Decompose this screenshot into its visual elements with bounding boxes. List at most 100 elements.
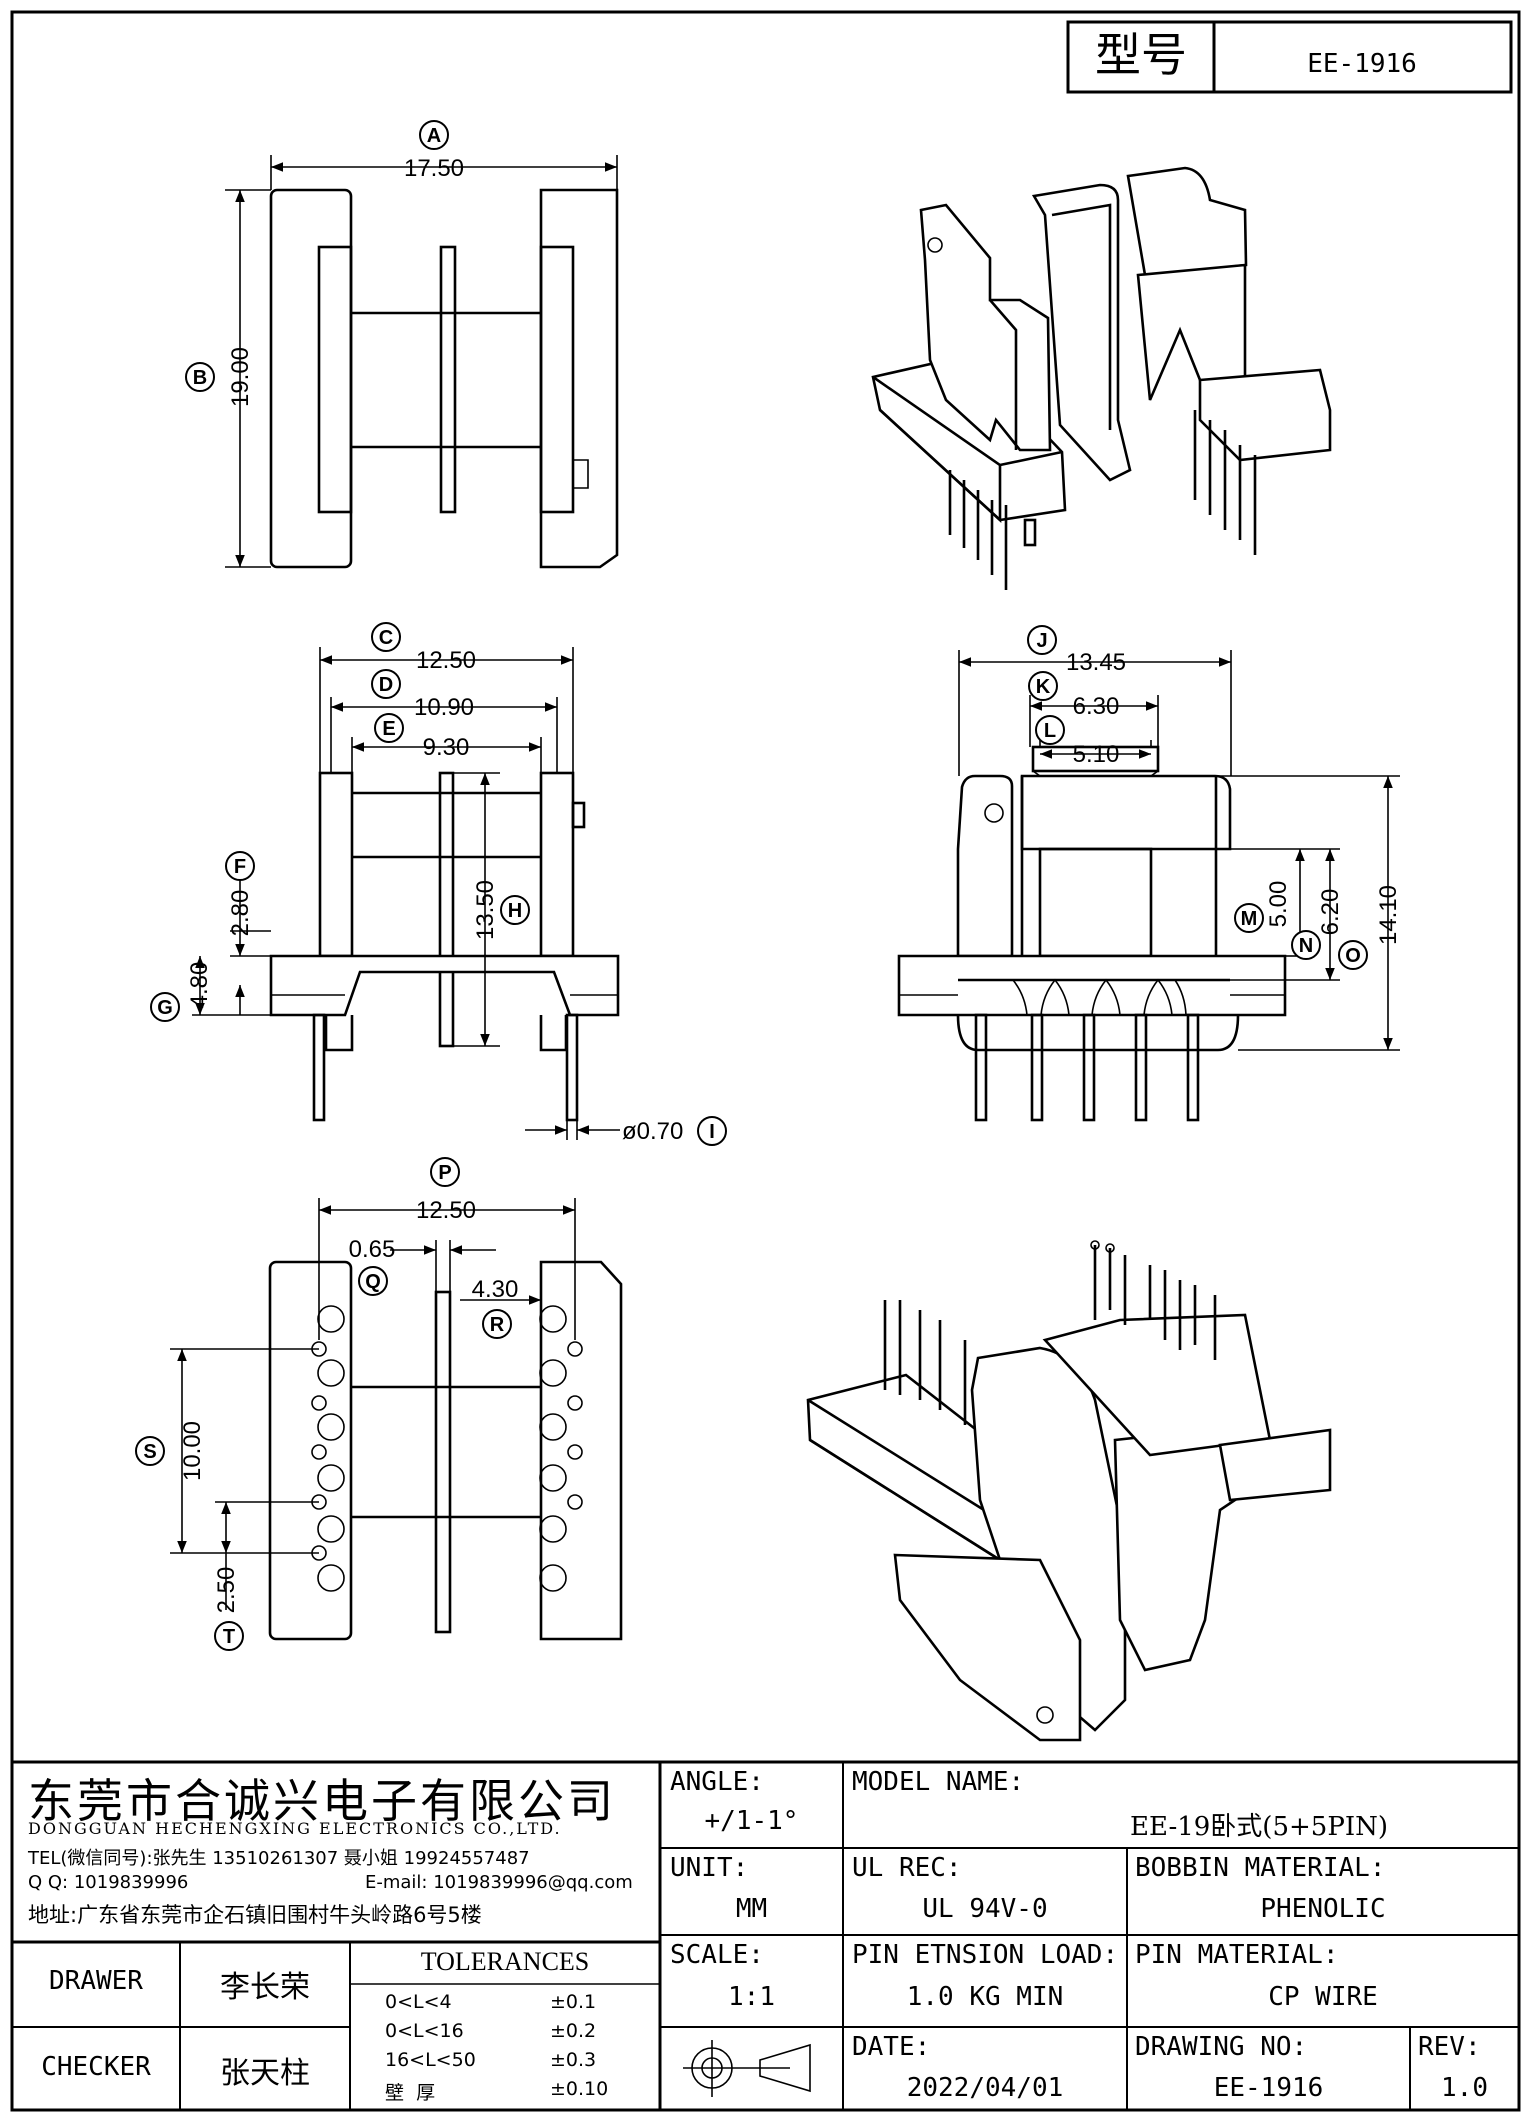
company-tel: TEL(微信同号):张先生 13510261307 聂小姐 1992455748…: [28, 1848, 530, 1869]
dim-A-value: 17.50: [404, 155, 464, 182]
angle-value: +/1-1°: [704, 1806, 799, 1836]
drawing-border: [10, 10, 1521, 2112]
dim-O-letter: O: [1345, 945, 1361, 967]
title-block: [12, 1760, 1519, 2110]
dim-T-value: 2.50: [213, 1567, 240, 1614]
dim-T-letter: T: [223, 1626, 235, 1648]
tolerance-value-1: ±0.1: [550, 1991, 597, 2013]
isometric-view-top: [871, 166, 1332, 590]
dim-K-value: 6.30: [1073, 693, 1120, 720]
dim-L-value: 5.10: [1073, 741, 1120, 768]
dim-P-value: 12.50: [416, 1197, 476, 1224]
tolerances-title: TOLERANCES: [420, 1947, 590, 1976]
pin-material-label: PIN MATERIAL:: [1135, 1940, 1339, 1970]
dim-N-value: 6.20: [1317, 889, 1344, 936]
bobbin-material-label: BOBBIN MATERIAL:: [1135, 1853, 1386, 1883]
tolerance-value-3: ±0.3: [550, 2049, 597, 2071]
model-name-value: EE-19卧式(5+5PIN): [1130, 1812, 1388, 1842]
model-header-label: 型号: [1095, 28, 1187, 82]
dim-I-letter: I: [709, 1121, 715, 1143]
model-header: 型号 EE-1916: [1066, 20, 1513, 94]
tolerance-value-2: ±0.2: [550, 2020, 597, 2042]
dim-S-letter: S: [143, 1441, 156, 1463]
tolerance-value-4: ±0.10: [550, 2078, 609, 2100]
scale-value: 1:1: [728, 1982, 775, 2012]
dim-E: E 9.30: [374, 713, 469, 761]
date-label: DATE:: [852, 2032, 931, 2062]
dim-R-value: 4.30: [472, 1276, 519, 1303]
dim-R-letter: R: [490, 1314, 505, 1336]
drawer-name: 李长荣: [220, 1970, 310, 2005]
dim-T: 2.50 T: [213, 1567, 244, 1651]
dim-C-value: 12.50: [416, 647, 476, 674]
scale-label: SCALE:: [670, 1940, 764, 1970]
dim-B-value: 19.00: [227, 347, 254, 407]
tolerance-range-3: 16<L<50: [385, 2049, 476, 2071]
dim-N: N 6.20: [1291, 889, 1344, 960]
projection-symbol: [683, 2040, 811, 2097]
pin-load-value: 1.0 KG MIN: [906, 1982, 1064, 2012]
tolerance-range-1: 0<L<4: [385, 1991, 452, 2013]
angle-label: ANGLE:: [670, 1767, 764, 1797]
dim-J-value: 13.45: [1066, 649, 1126, 676]
dim-Q-value: 0.65: [349, 1236, 396, 1263]
company-name-cn: 东莞市合诚兴电子有限公司: [28, 1774, 616, 1828]
ul-label: UL REC:: [852, 1853, 962, 1883]
tolerance-range-2: 0<L<16: [385, 2020, 464, 2042]
company-address: 地址:广东省东莞市企石镇旧围村牛头岭路6号5楼: [28, 1903, 482, 1927]
dim-M: M 5.00: [1234, 881, 1292, 933]
checker-name: 张天柱: [220, 2056, 310, 2091]
rev-value: 1.0: [1441, 2073, 1488, 2103]
checker-label: CHECKER: [41, 2052, 151, 2082]
bobbin-material-value: PHENOLIC: [1260, 1894, 1386, 1924]
side-view: [897, 650, 1400, 1122]
dim-O: O 14.10: [1338, 885, 1402, 970]
dim-L: L 5.10: [1035, 715, 1120, 768]
model-name-label: MODEL NAME:: [852, 1767, 1025, 1797]
dim-R: 4.30 R: [472, 1276, 519, 1339]
tolerance-range-4: 壁 厚: [385, 2082, 436, 2104]
dim-S: S 10.00: [135, 1421, 206, 1481]
model-header-value: EE-1916: [1307, 49, 1417, 79]
drawer-label: DRAWER: [49, 1966, 143, 1996]
dim-D-letter: D: [379, 674, 393, 696]
dim-A: A 17.50: [404, 120, 464, 182]
dim-C: C 12.50: [371, 622, 476, 674]
company-email: E-mail: 1019839996@qq.com: [365, 1872, 633, 1893]
dim-H-value: 13.50: [472, 880, 499, 940]
ul-value: UL 94V-0: [922, 1894, 1048, 1924]
dim-B-letter: B: [193, 367, 207, 389]
dim-N-letter: N: [1299, 935, 1313, 957]
dim-Q-letter: Q: [365, 1271, 381, 1293]
dim-O-value: 14.10: [1375, 885, 1402, 945]
dim-D: D 10.90: [371, 669, 474, 721]
dim-F: F 2.80: [225, 851, 255, 936]
unit-label: UNIT:: [670, 1853, 749, 1883]
dim-G-letter: G: [157, 997, 173, 1019]
dim-K: K 6.30: [1028, 671, 1120, 720]
dim-D-value: 10.90: [414, 694, 474, 721]
date-value: 2022/04/01: [906, 2073, 1064, 2103]
bottom-view: [170, 1198, 623, 1641]
unit-value: MM: [735, 1894, 768, 1924]
dim-P-letter: P: [438, 1162, 451, 1184]
dim-J: J 13.45: [1027, 625, 1126, 676]
dim-B: B 19.00: [185, 347, 254, 407]
drawing-no-label: DRAWING NO:: [1135, 2032, 1308, 2062]
dim-A-letter: A: [427, 125, 441, 147]
dim-C-letter: C: [379, 627, 393, 649]
company-qq: Q Q: 1019839996: [28, 1872, 189, 1893]
dim-E-letter: E: [382, 718, 395, 740]
front-view: [192, 647, 620, 1140]
dim-G-value: 4.80: [186, 962, 213, 1009]
dim-M-letter: M: [1241, 908, 1258, 930]
dim-I-value: ø0.70: [622, 1118, 683, 1145]
dim-Q: 0.65 Q: [349, 1236, 396, 1296]
dim-L-letter: L: [1044, 720, 1056, 742]
dim-J-letter: J: [1036, 630, 1047, 652]
pin-load-label: PIN ETNSION LOAD:: [852, 1940, 1119, 1970]
company-name-en: DONGGUAN HECHENGXING ELECTRONICS CO.,LTD…: [28, 1819, 562, 1838]
dim-H-letter: H: [508, 900, 522, 922]
dim-H: H 13.50: [472, 880, 530, 940]
